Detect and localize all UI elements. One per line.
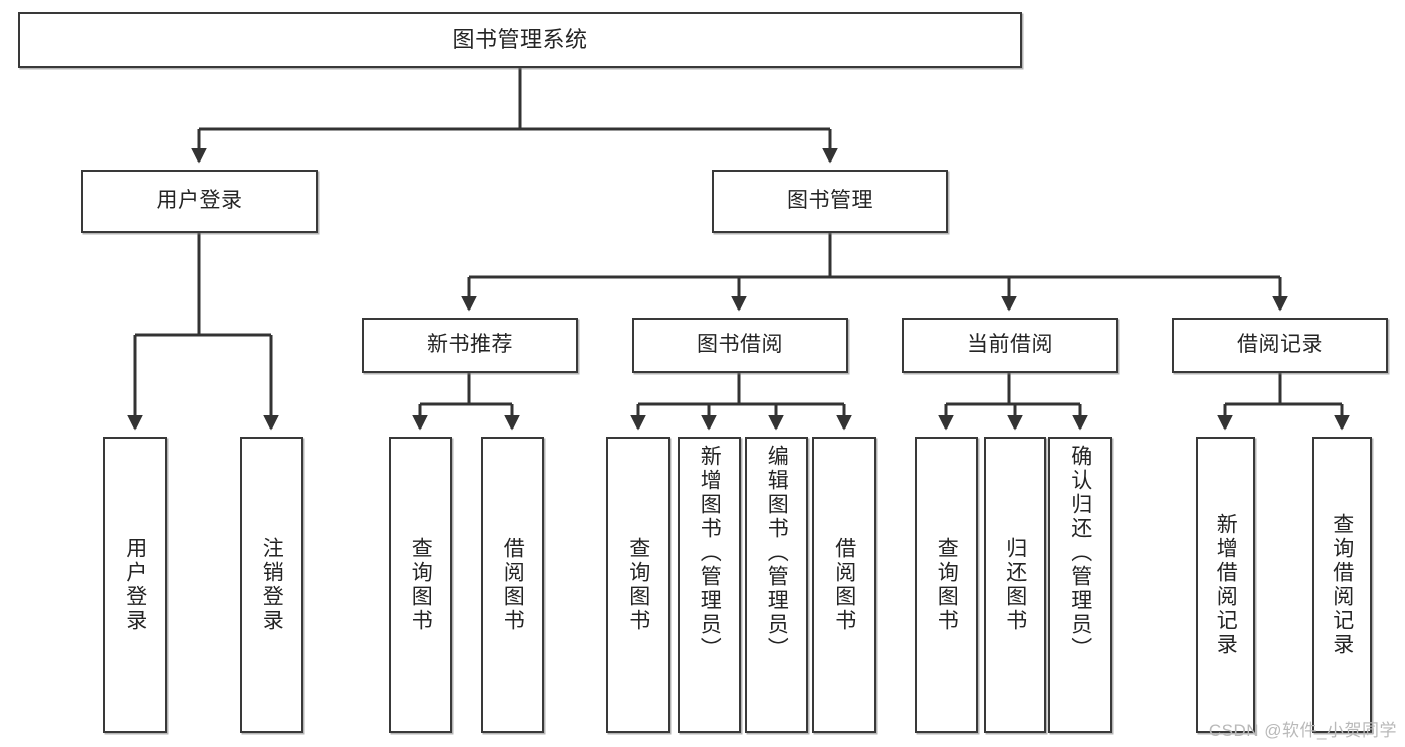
leaf-add-book-admin-label: 新增图书（管理员） bbox=[698, 445, 722, 661]
leaf-query-book-current-label: 查询图书 bbox=[935, 537, 959, 633]
leaf-query-book-recommend[interactable]: 查询图书 bbox=[389, 437, 452, 733]
node-book-management-label: 图书管理 bbox=[787, 189, 873, 213]
leaf-query-book-borrow[interactable]: 查询图书 bbox=[606, 437, 670, 733]
node-root[interactable]: 图书管理系统 bbox=[18, 12, 1022, 68]
node-user-login[interactable]: 用户登录 bbox=[81, 170, 318, 233]
node-book-borrow-label: 图书借阅 bbox=[697, 333, 783, 357]
leaf-borrow-book-recommend-label: 借阅图书 bbox=[501, 537, 525, 633]
node-new-book-recommend[interactable]: 新书推荐 bbox=[362, 318, 578, 373]
leaf-edit-book-admin[interactable]: 编辑图书（管理员） bbox=[745, 437, 808, 733]
leaf-add-borrow-record[interactable]: 新增借阅记录 bbox=[1196, 437, 1255, 733]
leaf-user-logout-label: 注销登录 bbox=[260, 537, 284, 633]
leaf-add-book-admin[interactable]: 新增图书（管理员） bbox=[678, 437, 741, 733]
leaf-user-login-label: 用户登录 bbox=[123, 537, 147, 633]
leaf-borrow-book-label: 借阅图书 bbox=[832, 537, 856, 633]
leaf-return-book-label: 归还图书 bbox=[1003, 537, 1027, 633]
node-root-label: 图书管理系统 bbox=[452, 27, 588, 53]
leaf-query-borrow-record-label: 查询借阅记录 bbox=[1330, 513, 1354, 657]
leaf-confirm-return-admin[interactable]: 确认归还（管理员） bbox=[1048, 437, 1112, 733]
node-book-borrow[interactable]: 图书借阅 bbox=[632, 318, 848, 373]
leaf-borrow-book[interactable]: 借阅图书 bbox=[812, 437, 876, 733]
node-new-book-recommend-label: 新书推荐 bbox=[427, 333, 513, 357]
node-borrow-records-label: 借阅记录 bbox=[1237, 333, 1323, 357]
leaf-user-login[interactable]: 用户登录 bbox=[103, 437, 167, 733]
leaf-edit-book-admin-label: 编辑图书（管理员） bbox=[765, 445, 789, 661]
leaf-user-logout[interactable]: 注销登录 bbox=[240, 437, 303, 733]
node-book-management[interactable]: 图书管理 bbox=[712, 170, 948, 233]
leaf-query-borrow-record[interactable]: 查询借阅记录 bbox=[1312, 437, 1372, 733]
leaf-query-book-borrow-label: 查询图书 bbox=[626, 537, 650, 633]
leaf-add-borrow-record-label: 新增借阅记录 bbox=[1214, 513, 1238, 657]
node-current-borrow[interactable]: 当前借阅 bbox=[902, 318, 1118, 373]
leaf-return-book[interactable]: 归还图书 bbox=[984, 437, 1046, 733]
leaf-confirm-return-admin-label: 确认归还（管理员） bbox=[1068, 445, 1092, 661]
leaf-query-book-recommend-label: 查询图书 bbox=[409, 537, 433, 633]
leaf-query-book-current[interactable]: 查询图书 bbox=[915, 437, 978, 733]
leaf-borrow-book-recommend[interactable]: 借阅图书 bbox=[481, 437, 544, 733]
node-borrow-records[interactable]: 借阅记录 bbox=[1172, 318, 1388, 373]
node-user-login-label: 用户登录 bbox=[156, 189, 243, 213]
node-current-borrow-label: 当前借阅 bbox=[967, 333, 1053, 357]
